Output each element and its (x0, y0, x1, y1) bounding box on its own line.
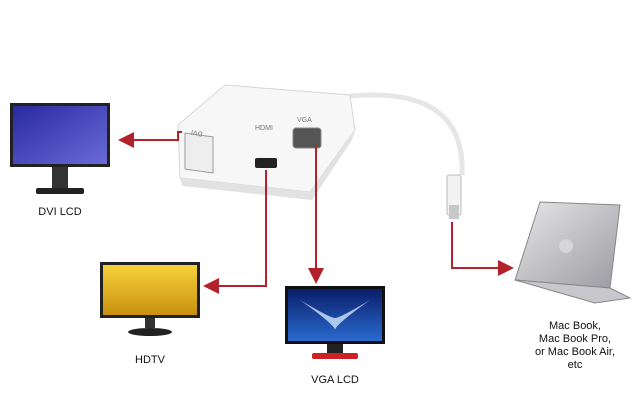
apple-logo-icon (559, 239, 573, 253)
dvi-lcd-monitor (10, 103, 110, 194)
arrow-dvi (118, 131, 182, 148)
vga-port (292, 127, 322, 149)
label-vga-lcd: VGA LCD (311, 374, 359, 386)
label-hdtv: HDTV (135, 354, 165, 366)
label-dvi-lcd: DVI LCD (38, 206, 82, 218)
port-label-vga: VGA (297, 117, 312, 124)
arrow-hdmi (203, 170, 267, 294)
label-mac: Mac Book, Mac Book Pro, or Mac Book Air,… (520, 320, 630, 372)
macbook-laptop (514, 201, 632, 304)
port-label-dvi: DVI (191, 128, 204, 137)
hdtv-monitor (100, 262, 200, 336)
arrow-mac (451, 222, 514, 276)
adapter-body: DVI HDMI VGA (177, 84, 356, 200)
cable (349, 92, 465, 176)
port-label-hdmi: HDMI (255, 125, 273, 132)
dvi-port (184, 132, 214, 174)
vga-lcd-monitor (285, 286, 385, 359)
hdmi-port (255, 158, 277, 168)
mac-line: or Mac Book Air, (534, 346, 616, 358)
mac-line: Mac Book, (549, 320, 601, 332)
mac-line: Mac Book Pro, (538, 333, 612, 345)
mac-line: etc (567, 359, 583, 371)
